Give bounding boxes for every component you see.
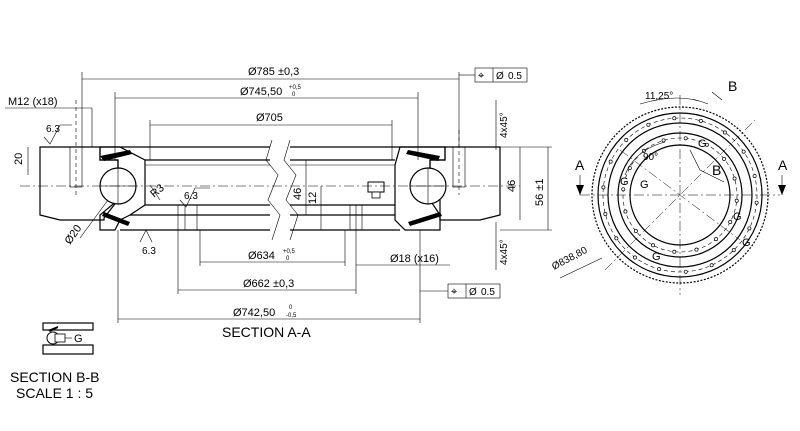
bolt-hole (661, 138, 666, 143)
angle-90: 90° (643, 152, 658, 163)
bolt-hole (754, 200, 759, 205)
bolt-hole (651, 243, 655, 248)
bolt-hole (633, 255, 637, 260)
dim-12: 12 (307, 192, 319, 204)
dim-18: Ø18 (x16) (390, 253, 439, 265)
bolt-hole (603, 212, 608, 216)
grease-nipple (367, 181, 385, 193)
label-m12: M12 (x18) (8, 96, 58, 108)
seal-bottom-right (408, 212, 442, 226)
section-view: Ø785 ±0,3 Ø745,50 +0,5 0 Ø705 Ø634 +0,5 … (5, 66, 552, 340)
seal-top-right (406, 150, 440, 161)
bolt-hole (621, 187, 626, 192)
svg-text:0: 0 (286, 256, 290, 262)
seal-bottom-left (102, 212, 130, 226)
bolt-hole (723, 130, 727, 135)
bolt-hole (698, 118, 703, 123)
dim-634: Ø634 (248, 250, 275, 262)
dim-20-ball: Ø20 (63, 223, 85, 247)
dim-46a: 46 (292, 188, 304, 200)
bolt-hole (734, 198, 739, 203)
dim-705: Ø705 (256, 112, 283, 124)
bolt-hole (608, 159, 613, 164)
dim-46b: 46 (506, 180, 518, 192)
detail-scale: SCALE 1 : 5 (16, 385, 93, 401)
svg-text:+0,5: +0,5 (283, 249, 296, 255)
detail-g-label: G (74, 333, 83, 345)
bolt-hole (672, 249, 677, 254)
g-label-2: G (620, 176, 629, 188)
dim-chamfer-top: 4x45° (499, 112, 510, 138)
bolt-hole (732, 176, 737, 181)
bolt-hole (705, 142, 709, 147)
bolt-holes (601, 116, 759, 274)
bolt-hole (747, 226, 752, 231)
section-aa-title: SECTION A-A (222, 324, 311, 340)
dim-56: 56 ±1 (534, 179, 546, 206)
seal-top-left (100, 150, 132, 161)
g-label-1: G (698, 138, 707, 150)
bolt-hole (672, 116, 677, 121)
label-a-right: A (778, 157, 788, 173)
detail-title: SECTION B-B (10, 369, 99, 385)
svg-text:⌖: ⌖ (478, 70, 484, 82)
angle-1125: 11,25° (645, 91, 673, 102)
g-label-4: G (733, 211, 742, 223)
roughness-1: 6.3 (46, 124, 60, 135)
svg-text:-0,5: -0,5 (286, 313, 297, 319)
bolt-hole (722, 156, 727, 161)
dim-745: Ø745,50 (240, 86, 282, 98)
svg-text:+0,5: +0,5 (289, 85, 302, 91)
bolt-hole (728, 220, 733, 224)
svg-text:⌖: ⌖ (451, 286, 457, 298)
bolt-hole (694, 247, 699, 252)
bolt-hole (683, 269, 688, 274)
bolt-hole (633, 229, 638, 234)
tolerance-frame-bottom: ⌖ Ø 0.5 (420, 283, 501, 299)
dim-785: Ø785 ±0,3 (248, 66, 299, 78)
dim-chamfer-bottom: 4x45° (499, 239, 510, 265)
dim-742: Ø742,50 (233, 307, 275, 319)
label-r3: R3 (148, 182, 166, 200)
svg-text:0: 0 (289, 305, 293, 311)
dim-662: Ø662 ±0,3 (243, 278, 294, 290)
svg-text:Ø: Ø (469, 287, 477, 298)
top-view: A A B B 11,25° 90° G G G G G G Ø838,80 (550, 78, 788, 295)
roughness-2: 6.3 (184, 191, 198, 202)
svg-text:0: 0 (292, 92, 296, 98)
bolt-hole (657, 267, 662, 272)
bolt-hole (646, 122, 651, 127)
bolt-hole (683, 136, 688, 141)
label-b-mid: B (712, 162, 721, 178)
detail-view: G SECTION B-B SCALE 1 : 5 (10, 322, 99, 401)
g-label-5: G (652, 251, 661, 263)
roughness-3: 6.3 (142, 246, 156, 257)
bolt-hole (714, 237, 719, 242)
bolt-hole (731, 248, 736, 253)
bolt-hole (624, 137, 629, 142)
label-a-left: A (575, 157, 585, 173)
g-label-3: G (640, 179, 649, 191)
bolt-hole (709, 263, 714, 268)
g-label-6: G (742, 237, 751, 249)
svg-text:Ø: Ø (496, 71, 504, 82)
bolt-hole (752, 174, 757, 178)
bolt-hole (623, 209, 628, 214)
dim-20: 20 (13, 153, 25, 165)
svg-text:0.5: 0.5 (481, 287, 495, 298)
bolt-hole (601, 185, 606, 190)
dim-838: Ø838,80 (550, 245, 589, 273)
svg-text:0.5: 0.5 (508, 71, 522, 82)
label-b-top: B (728, 78, 737, 94)
bolt-hole (741, 149, 746, 154)
tolerance-frame-top: ⌖ Ø 0.5 (459, 67, 528, 83)
bolt-hole (614, 236, 619, 241)
